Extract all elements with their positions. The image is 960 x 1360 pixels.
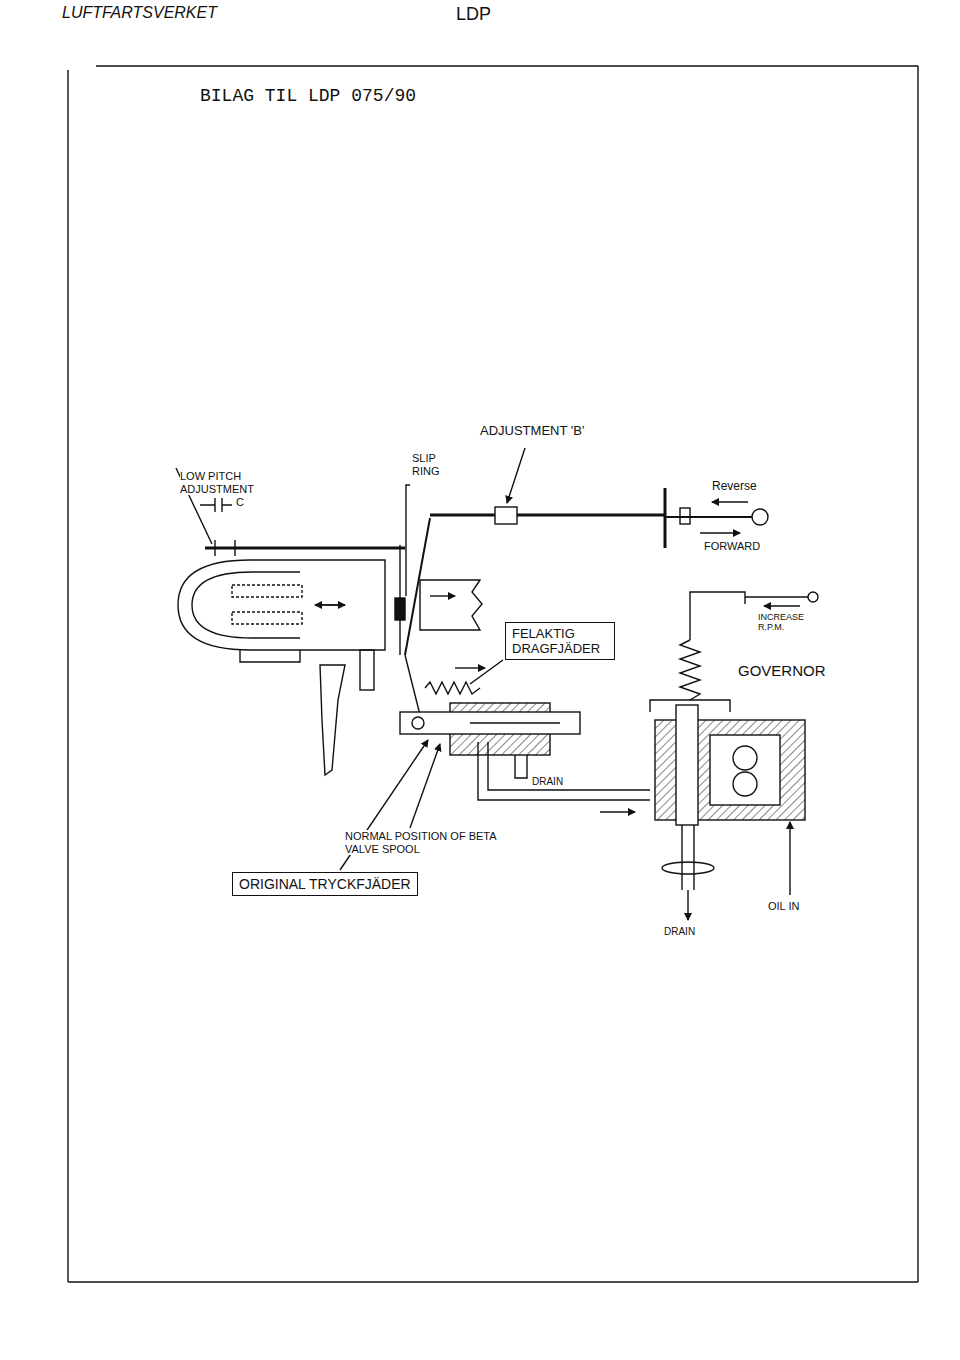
label: LOW PITCH ADJUSTMENT xyxy=(180,470,280,495)
spring-box: FELAKTIG DRAGFJÄDER xyxy=(505,622,615,660)
label: ADJUSTMENT 'B' xyxy=(480,424,584,439)
box-text: ORIGINAL TRYCKFJÄDER xyxy=(239,876,411,892)
box-text: FELAKTIG DRAGFJÄDER xyxy=(512,626,608,656)
label: LUFTFARTSVERKET xyxy=(62,4,217,22)
label: INCREASE R.P.M. xyxy=(758,612,814,633)
label: DRAIN xyxy=(532,776,563,788)
label: OIL IN xyxy=(768,900,799,913)
label: GOVERNOR xyxy=(738,662,826,679)
label: NORMAL POSITION OF BETA VALVE SPOOL xyxy=(345,830,505,855)
label: LDP xyxy=(456,4,491,25)
label: DRAIN xyxy=(664,926,695,938)
label: Reverse xyxy=(712,480,757,494)
label: SLIP RING xyxy=(412,452,454,477)
document-title: BILAG TIL LDP 075/90 xyxy=(200,86,416,107)
spring-box: ORIGINAL TRYCKFJÄDER xyxy=(232,872,418,896)
label: C xyxy=(236,496,244,509)
label: FORWARD xyxy=(704,540,760,553)
